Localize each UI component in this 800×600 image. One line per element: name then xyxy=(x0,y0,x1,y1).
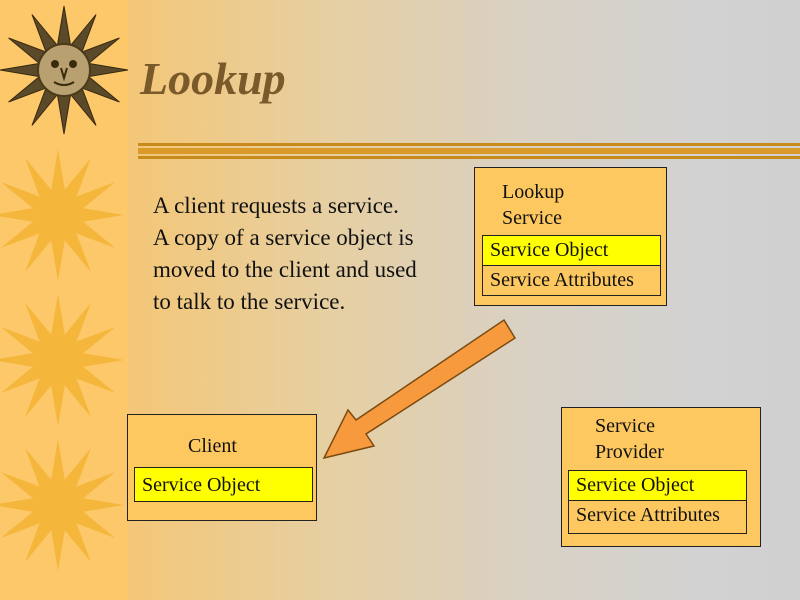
client-box: Client Service Object xyxy=(127,414,317,521)
service-provider-label-line: Provider xyxy=(595,441,664,463)
slide-body: A client requests a service. A copy of a… xyxy=(153,190,473,318)
slide-title: Lookup xyxy=(140,53,286,104)
lookup-service-attributes-field: Service Attributes xyxy=(482,265,661,296)
lookup-service-label-line: Lookup xyxy=(502,181,565,203)
transfer-arrow xyxy=(322,318,517,460)
provider-service-attributes-field: Service Attributes xyxy=(568,500,747,534)
service-provider-label: Service Provider xyxy=(595,413,664,465)
title-divider xyxy=(138,143,800,159)
client-service-object-field: Service Object xyxy=(134,467,313,502)
body-line: A client requests a service. xyxy=(153,193,399,218)
service-provider-label-line: Service xyxy=(595,415,655,437)
service-provider-box: Service Provider Service Object Service … xyxy=(561,407,761,547)
sun-pattern xyxy=(0,5,128,571)
lookup-service-label: Lookup Service xyxy=(502,179,564,231)
sun-face-icon xyxy=(0,5,128,135)
lookup-service-label-line: Service xyxy=(502,207,562,229)
body-line: to talk to the service. xyxy=(153,289,346,314)
body-line: A copy of a service object is xyxy=(153,225,414,250)
sun-icon xyxy=(0,439,124,571)
client-label: Client xyxy=(188,435,237,457)
sun-icon xyxy=(0,294,124,426)
decorative-sidebar xyxy=(0,0,128,600)
body-line: moved to the client and used xyxy=(153,257,417,282)
provider-service-object-field: Service Object xyxy=(568,470,747,501)
lookup-service-object-field: Service Object xyxy=(482,235,661,266)
sun-icon xyxy=(0,149,124,281)
lookup-service-box: Lookup Service Service Object Service At… xyxy=(474,167,667,306)
